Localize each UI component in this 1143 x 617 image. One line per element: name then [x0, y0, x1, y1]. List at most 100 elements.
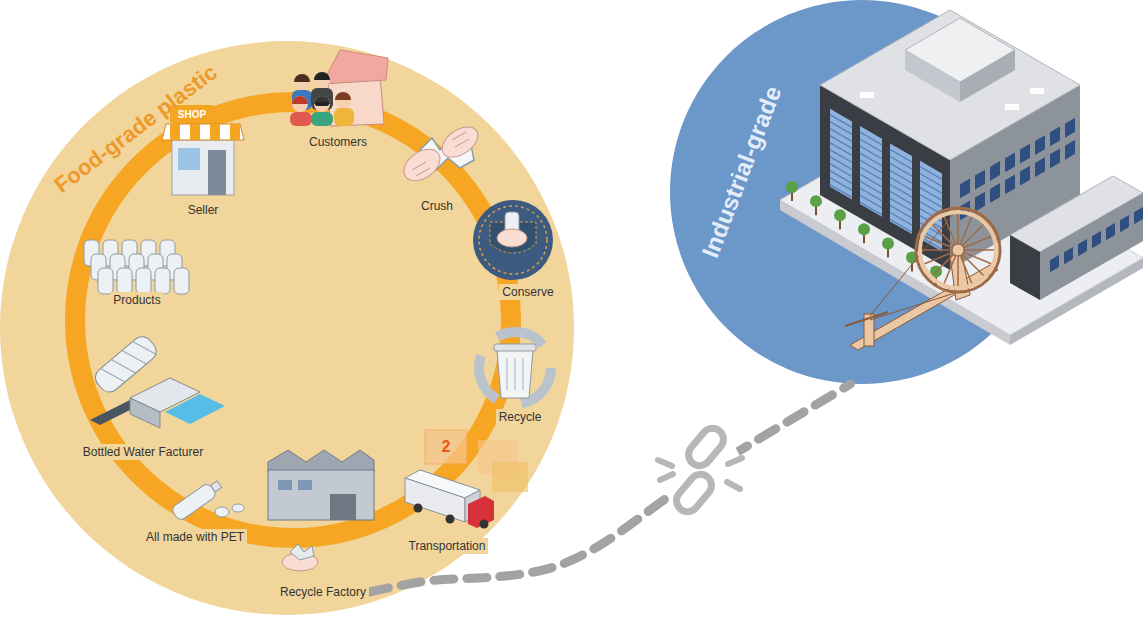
factory-building	[860, 181, 882, 194]
stage-node: Bottled Water Facturer	[80, 444, 206, 460]
factory-building	[860, 153, 882, 166]
recycle-icon	[507, 358, 523, 390]
factory-building	[830, 129, 852, 142]
factory-building	[830, 178, 852, 191]
customers-icon	[334, 108, 354, 126]
stage-node: Seller	[185, 202, 222, 218]
products-icon	[136, 268, 151, 294]
region-heading: Industrial-grade	[697, 83, 787, 262]
factory-building	[1005, 104, 1019, 110]
circle-outline	[670, 0, 1054, 384]
stage-label: Recycle	[496, 409, 545, 425]
seller-icon	[172, 140, 234, 195]
seller-icon	[162, 124, 244, 140]
factory-building	[860, 167, 882, 180]
region-heading: Food-grade plastic	[50, 60, 222, 198]
seller-icon	[210, 124, 220, 140]
conserve-icon	[473, 200, 553, 280]
recycle-icon	[497, 350, 533, 398]
factory-building	[1005, 174, 1015, 194]
factory-building	[830, 115, 852, 128]
factory-building	[1092, 231, 1101, 248]
customers-icon	[315, 102, 329, 106]
factory-building	[830, 185, 852, 198]
pet-bottle-icon	[215, 507, 229, 517]
stage-node: Products	[110, 292, 163, 308]
box-number: 2	[442, 438, 451, 456]
factory-building	[1020, 166, 1030, 186]
label-holder: 2	[442, 438, 451, 456]
transport-icon	[425, 430, 467, 464]
stage-node: Recycle	[496, 409, 545, 425]
factory-building	[1134, 207, 1143, 224]
seller-icon	[230, 124, 240, 140]
factory-building	[830, 143, 852, 156]
stage-node: Recycle Factory	[277, 584, 369, 600]
factory-building	[1065, 118, 1075, 138]
spinning-wheel	[916, 208, 1000, 292]
customers-icon	[314, 72, 330, 88]
spinning-wheel	[920, 212, 996, 288]
factory-building	[890, 170, 912, 183]
factory-building	[1010, 235, 1040, 300]
broken-link-icon	[672, 470, 716, 516]
stage-label: Seller	[185, 202, 222, 218]
customers-icon	[314, 96, 330, 112]
factory-building	[1106, 223, 1115, 240]
label-holder: SHOP	[178, 109, 206, 120]
factory-building	[1065, 140, 1075, 160]
sign-text: SHOP	[178, 109, 206, 120]
factory-building	[810, 195, 822, 207]
factory-building	[890, 205, 912, 218]
transport-icon	[492, 462, 528, 492]
factory-building	[975, 192, 985, 212]
factory-building	[960, 178, 970, 198]
spinning-wheel	[952, 244, 964, 256]
customers-icon	[290, 112, 312, 126]
transport-icon	[480, 520, 489, 529]
factory-building	[975, 170, 985, 190]
stage-label: Crush	[418, 198, 456, 214]
factory-building	[920, 181, 942, 194]
factory-building	[1035, 157, 1045, 177]
factory-building	[1078, 239, 1087, 256]
stage-node: All made with PET	[143, 529, 247, 545]
recycle-factory-icon	[278, 480, 292, 490]
factory-building	[860, 160, 882, 173]
factory-building	[1064, 247, 1073, 264]
heading-holder: Industrial-grade	[697, 83, 787, 262]
circle-outline	[0, 41, 574, 615]
recycle-factory-icon	[298, 480, 312, 490]
stage-node: Transportation	[406, 538, 489, 554]
factory-building	[830, 136, 852, 149]
region-circle: Food-grade plasticCustomersCrushConserve…	[0, 41, 574, 615]
factory-building	[920, 195, 942, 208]
recycle-factory-icon	[330, 494, 356, 520]
factory-building	[1050, 149, 1060, 169]
conserve-icon	[473, 200, 553, 280]
recycle-icon	[494, 344, 536, 351]
stage-label: Recycle Factory	[277, 584, 369, 600]
factory-building	[960, 50, 1015, 102]
broken-link-icon	[684, 424, 728, 470]
factory-building	[1020, 144, 1030, 164]
factory-building	[890, 163, 912, 176]
factory-building	[830, 171, 852, 184]
factory-building	[860, 139, 882, 152]
factory-building	[890, 177, 912, 190]
factory-building	[860, 195, 882, 208]
factory-building	[830, 109, 852, 200]
factory-building	[882, 237, 894, 249]
factory-building	[1120, 215, 1129, 232]
circle-outline	[0, 41, 574, 615]
stage-label: Conserve	[499, 284, 556, 300]
customers-icon	[335, 92, 351, 108]
seller-icon	[170, 124, 180, 140]
factory-building	[890, 149, 912, 162]
factory-building	[890, 212, 912, 225]
factory-building	[990, 183, 1000, 203]
conserve-icon	[497, 229, 527, 247]
products-icon	[98, 268, 113, 294]
factory-building	[890, 198, 912, 211]
recycle-factory-icon	[268, 470, 374, 520]
